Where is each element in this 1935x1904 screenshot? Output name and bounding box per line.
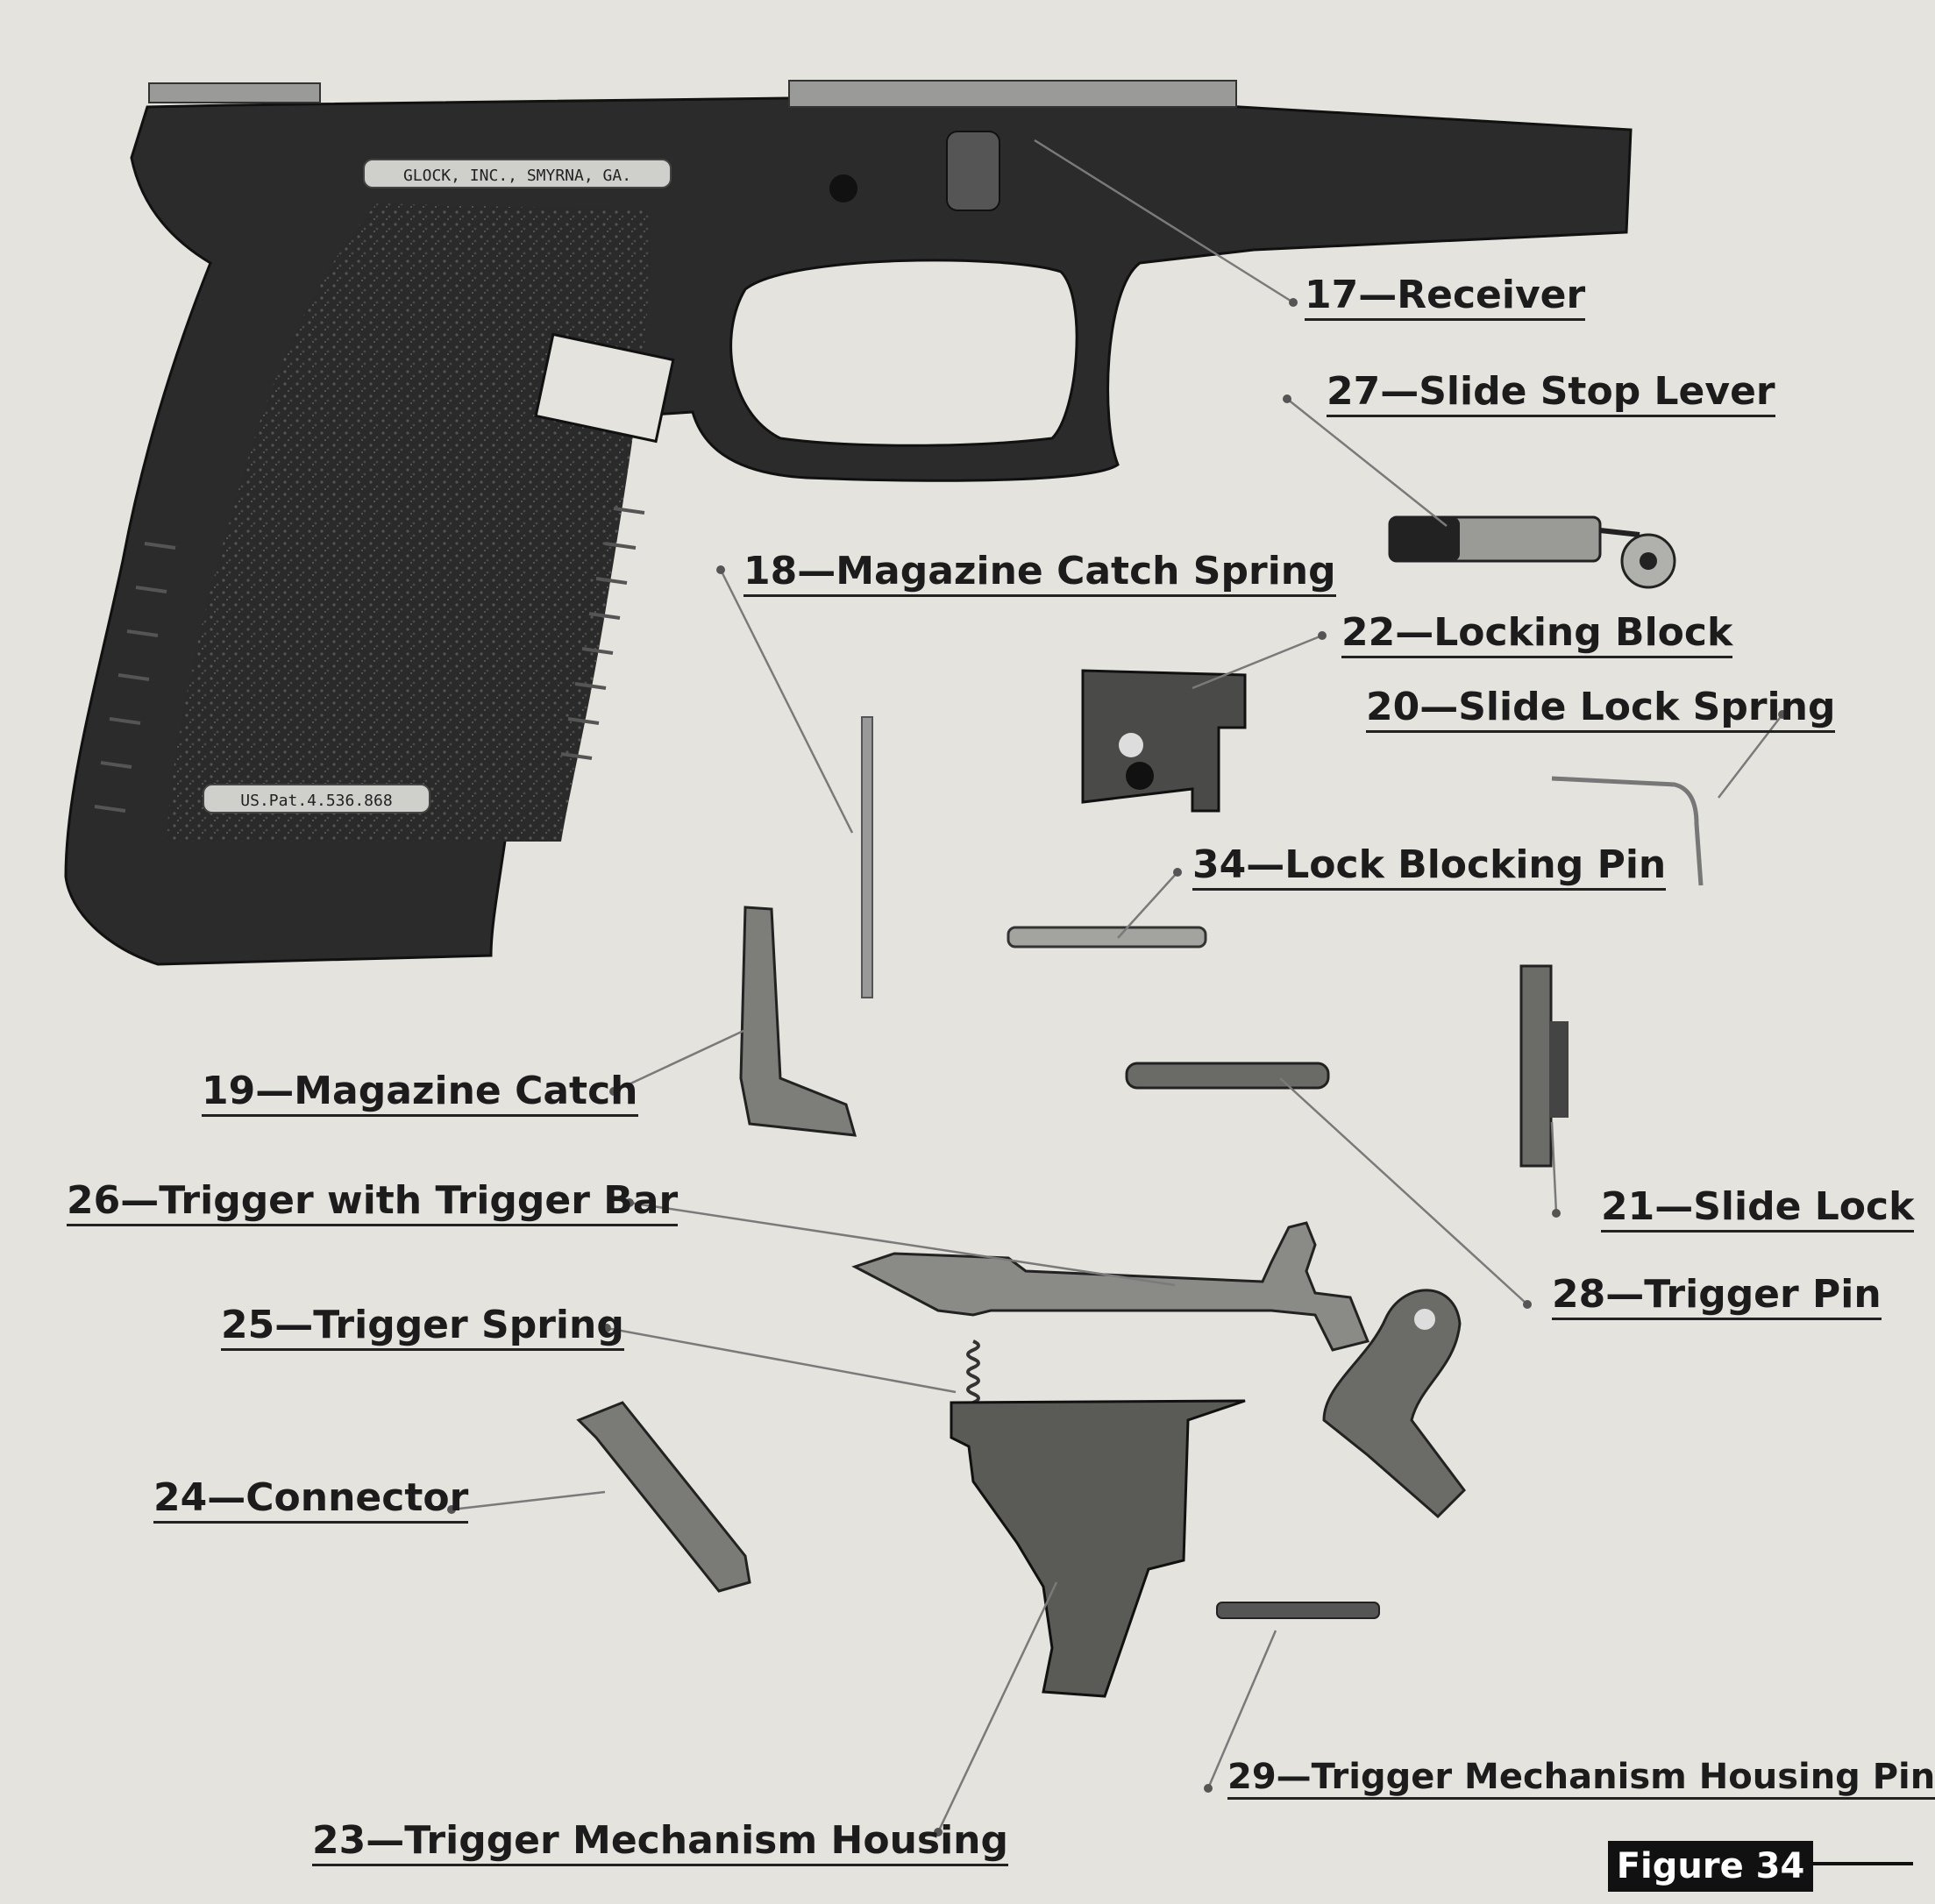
slide-stop-lever-part <box>1388 515 1676 589</box>
label-trigger-with-trigger-bar: 26—Trigger with Trigger Bar <box>67 1178 679 1226</box>
label-trigger-mechanism-housing-pin: 29—Trigger Mechanism Housing Pin <box>1227 1757 1935 1800</box>
trigger-mechanism-housing-pin-part <box>1216 1602 1380 1619</box>
trigger-pin-part <box>1125 1062 1330 1090</box>
receiver-frame <box>64 80 1633 966</box>
label-locking-block: 22—Locking Block <box>1341 610 1733 658</box>
patent-stamp: US.Pat.4.536.868 <box>203 784 430 813</box>
label-lock-blocking-pin: 34—Lock Blocking Pin <box>1192 842 1667 891</box>
label-slide-lock: 21—Slide Lock <box>1601 1184 1915 1233</box>
label-connector: 24—Connector <box>153 1475 469 1524</box>
figure-rule <box>1813 1862 1913 1865</box>
leader-dots <box>447 298 1787 1837</box>
label-trigger-mechanism-housing: 23—Trigger Mechanism Housing <box>312 1818 1008 1866</box>
leader-lines <box>451 139 1783 1833</box>
magazine-catch-part <box>739 906 857 1137</box>
label-magazine-catch: 19—Magazine Catch <box>202 1069 638 1117</box>
label-trigger-pin: 28—Trigger Pin <box>1552 1272 1882 1320</box>
label-magazine-catch-spring: 18—Magazine Catch Spring <box>743 549 1336 597</box>
label-slide-stop-lever: 27—Slide Stop Lever <box>1327 369 1775 417</box>
magazine-catch-spring-part <box>861 716 873 998</box>
slide-lock-part <box>1519 964 1569 1168</box>
connector-part <box>576 1401 751 1593</box>
figure-label: Figure 34 <box>1608 1841 1813 1892</box>
label-receiver: 17—Receiver <box>1305 273 1586 321</box>
trigger-mechanism-housing-part <box>950 1399 1246 1698</box>
trigger-spring-part <box>966 1339 980 1413</box>
slide-lock-spring-part <box>1551 776 1704 886</box>
label-slide-lock-spring: 20—Slide Lock Spring <box>1366 685 1836 733</box>
frame-stamp-text: GLOCK, INC., SMYRNA, GA. <box>403 167 631 185</box>
trigger-with-trigger-bar-part <box>851 1221 1466 1519</box>
lock-blocking-pin-part <box>1007 926 1207 948</box>
locking-block-part <box>1081 669 1247 813</box>
frame-stamp: GLOCK, INC., SMYRNA, GA. <box>363 159 672 188</box>
label-trigger-spring: 25—Trigger Spring <box>221 1303 624 1351</box>
patent-stamp-text: US.Pat.4.536.868 <box>240 792 392 810</box>
